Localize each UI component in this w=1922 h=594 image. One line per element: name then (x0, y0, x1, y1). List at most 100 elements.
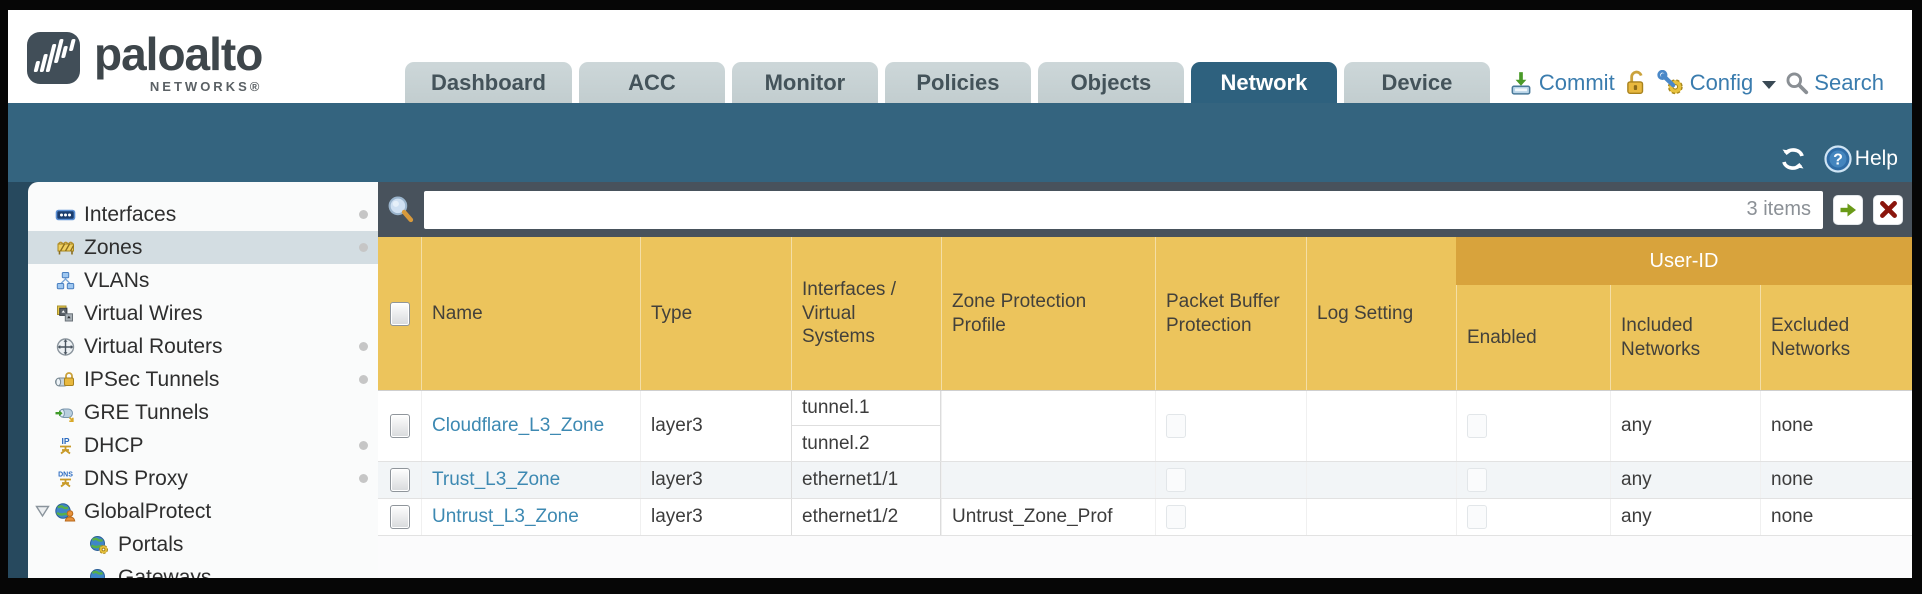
sidebar-item-label: Interfaces (84, 202, 177, 226)
item-indicator-dot (359, 243, 368, 252)
sidebar-item-label: Portals (118, 532, 184, 556)
interfaces-icon (54, 205, 76, 225)
item-indicator-dot (359, 441, 368, 450)
paloalto-logo-icon (26, 30, 82, 86)
global-search-button[interactable]: Search (1785, 70, 1884, 96)
column-header-type[interactable]: Type (640, 237, 791, 390)
brand-subtitle: NETWORKS® (149, 79, 263, 95)
sidebar-item-ipsec-tunnels[interactable]: IPSec Tunnels (28, 363, 378, 396)
item-count: 3 items (1746, 197, 1811, 220)
apply-arrow-icon (1838, 200, 1858, 220)
magnifier-icon (387, 195, 414, 224)
column-header-zone-protection-profile[interactable]: Zone Protection Profile (941, 237, 1155, 390)
item-indicator-dot (359, 375, 368, 384)
tab-objects[interactable]: Objects (1037, 62, 1184, 103)
cell-zone-protection-profile: Untrust_Zone_Prof (941, 499, 1155, 535)
sidebar-item-zones[interactable]: Zones (28, 231, 378, 264)
enabled-checkbox (1467, 414, 1487, 438)
tab-dashboard[interactable]: Dashboard (405, 62, 572, 103)
cell-type: layer3 (640, 462, 791, 498)
zones-icon (54, 238, 76, 258)
cell-log-setting (1306, 499, 1456, 535)
help-button[interactable]: ? Help (1824, 145, 1898, 173)
utility-toolbar: Commit Config Search (1508, 70, 1884, 96)
commit-label: Commit (1538, 70, 1615, 95)
row-checkbox[interactable] (389, 414, 410, 438)
search-icon (1785, 71, 1809, 95)
clear-x-icon (1879, 200, 1898, 219)
brand-name: paloalto (94, 28, 263, 80)
column-header-excluded-networks[interactable]: Excluded Networks (1760, 285, 1912, 390)
tab-device[interactable]: Device (1343, 62, 1490, 103)
select-all-checkbox[interactable] (389, 301, 410, 326)
column-header-packet-buffer-protection[interactable]: Packet Buffer Protection (1155, 237, 1306, 390)
select-all-column-header (378, 237, 421, 390)
refresh-button[interactable] (1778, 146, 1808, 172)
sidebar-item-label: GlobalProtect (84, 499, 212, 523)
tab-policies[interactable]: Policies (884, 62, 1031, 103)
ipsec-tunnels-icon (54, 370, 76, 390)
sidebar-item-label: Virtual Routers (84, 334, 223, 358)
sidebar-item-globalprotect[interactable]: GlobalProtect (28, 495, 378, 528)
caret-down-icon (1762, 80, 1777, 89)
sidebar-item-gateways[interactable]: Gateways (28, 561, 378, 578)
sidebar-item-virtual-wires[interactable]: Virtual Wires (28, 297, 378, 330)
sidebar-item-vlans[interactable]: VLANs (28, 264, 378, 297)
cell-type: layer3 (640, 499, 791, 535)
sidebar-item-label: Virtual Wires (84, 301, 203, 325)
column-header-log-setting[interactable]: Log Setting (1306, 237, 1456, 390)
item-indicator-dot (359, 474, 368, 483)
zone-name-link[interactable]: Cloudflare_L3_Zone (432, 415, 605, 436)
cell-type: layer3 (640, 391, 791, 461)
zones-table-header: Name Type Interfaces / Virtual Systems Z… (378, 237, 1912, 391)
sidebar-item-label: GRE Tunnels (84, 400, 209, 424)
sidebar-item-interfaces[interactable]: Interfaces (28, 198, 378, 231)
tab-monitor[interactable]: Monitor (731, 62, 878, 103)
packet-buffer-protection-checkbox (1166, 468, 1186, 492)
item-indicator-dot (359, 342, 368, 351)
apply-filter-button[interactable] (1833, 194, 1863, 225)
row-checkbox[interactable] (389, 505, 410, 529)
zone-name-link[interactable]: Untrust_L3_Zone (432, 506, 579, 527)
enabled-checkbox (1467, 468, 1487, 492)
filter-input[interactable] (424, 190, 1823, 229)
cell-interface: tunnel.2 (791, 426, 941, 461)
column-header-name[interactable]: Name (421, 237, 640, 390)
gateways-icon (88, 568, 110, 578)
row-checkbox[interactable] (389, 468, 410, 492)
vlans-icon (54, 271, 76, 291)
globalprotect-icon (54, 502, 76, 522)
clear-filter-button[interactable] (1873, 194, 1903, 225)
unlock-icon (1624, 70, 1648, 96)
portals-icon (88, 535, 110, 555)
filter-bar: 3 items (378, 182, 1912, 237)
cell-excluded-networks: none (1760, 462, 1912, 498)
column-header-included-networks[interactable]: Included Networks (1610, 285, 1760, 390)
column-header-enabled[interactable]: Enabled (1456, 285, 1610, 390)
column-header-interfaces[interactable]: Interfaces / Virtual Systems (791, 237, 941, 390)
cell-log-setting (1306, 462, 1456, 498)
expander-icon[interactable] (35, 505, 50, 518)
config-menu-button[interactable]: Config (1657, 70, 1777, 96)
cell-interface: ethernet1/1 (791, 462, 941, 498)
tab-acc[interactable]: ACC (578, 62, 725, 103)
sidebar-item-virtual-routers[interactable]: Virtual Routers (28, 330, 378, 363)
sidebar-item-portals[interactable]: Portals (28, 528, 378, 561)
cell-interface: ethernet1/2 (791, 499, 941, 535)
commit-button[interactable]: Commit (1508, 70, 1615, 96)
packet-buffer-protection-checkbox (1166, 414, 1186, 438)
tab-network[interactable]: Network (1190, 62, 1337, 103)
commit-icon (1508, 70, 1534, 96)
zone-name-link[interactable]: Trust_L3_Zone (432, 469, 561, 490)
svg-text:DNS: DNS (58, 471, 73, 478)
sidebar-item-gre-tunnels[interactable]: GRE Tunnels (28, 396, 378, 429)
virtual-routers-icon (54, 337, 76, 357)
lock-button[interactable] (1624, 70, 1648, 96)
